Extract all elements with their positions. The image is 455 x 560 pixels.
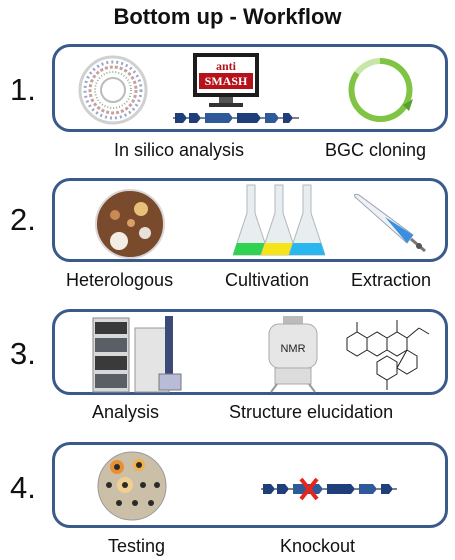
antismash-monitor-icon: anti SMASH [193,53,259,107]
petri-dish-icon [95,189,165,259]
assay-plate-icon [97,451,167,521]
label-analysis: Analysis [92,402,160,422]
step-4-box [52,442,448,528]
label-bgc-cloning: BGC cloning [325,140,427,160]
antismash-top-text: anti [216,59,237,73]
step-3-number: 3. [10,336,36,371]
nmr-spectrometer-icon: NMR [268,316,318,393]
step-1-number: 1. [10,72,36,107]
step-4-number: 4. [10,470,36,505]
diagram-title: Bottom up - Workflow [113,4,342,29]
label-extraction: Extraction [351,270,432,290]
label-cultivation: Cultivation [225,270,310,290]
label-in-silico-analysis: In silico analysis [114,140,245,160]
chemical-structure-icon [346,320,430,390]
hplc-instrument-icon [92,316,182,393]
genome-map-icon [78,55,148,125]
step-2-box [52,178,448,262]
gene-knockout-icon [261,477,397,501]
separatory-funnel-icon [354,193,426,253]
antismash-bottom-text: SMASH [205,74,248,88]
step-3-box: NMR [52,309,448,395]
flasks-icon [233,184,325,256]
label-heterologous: Heterologous [66,270,174,290]
step-2-number: 2. [10,202,36,237]
gene-cluster-icon [173,113,299,123]
label-knockout: Knockout [280,536,356,556]
step-1-box: anti SMASH [52,44,448,132]
label-testing: Testing [108,536,166,556]
plasmid-icon [348,57,413,122]
nmr-text: NMR [280,343,305,355]
label-structure-elucidation: Structure elucidation [229,402,394,422]
